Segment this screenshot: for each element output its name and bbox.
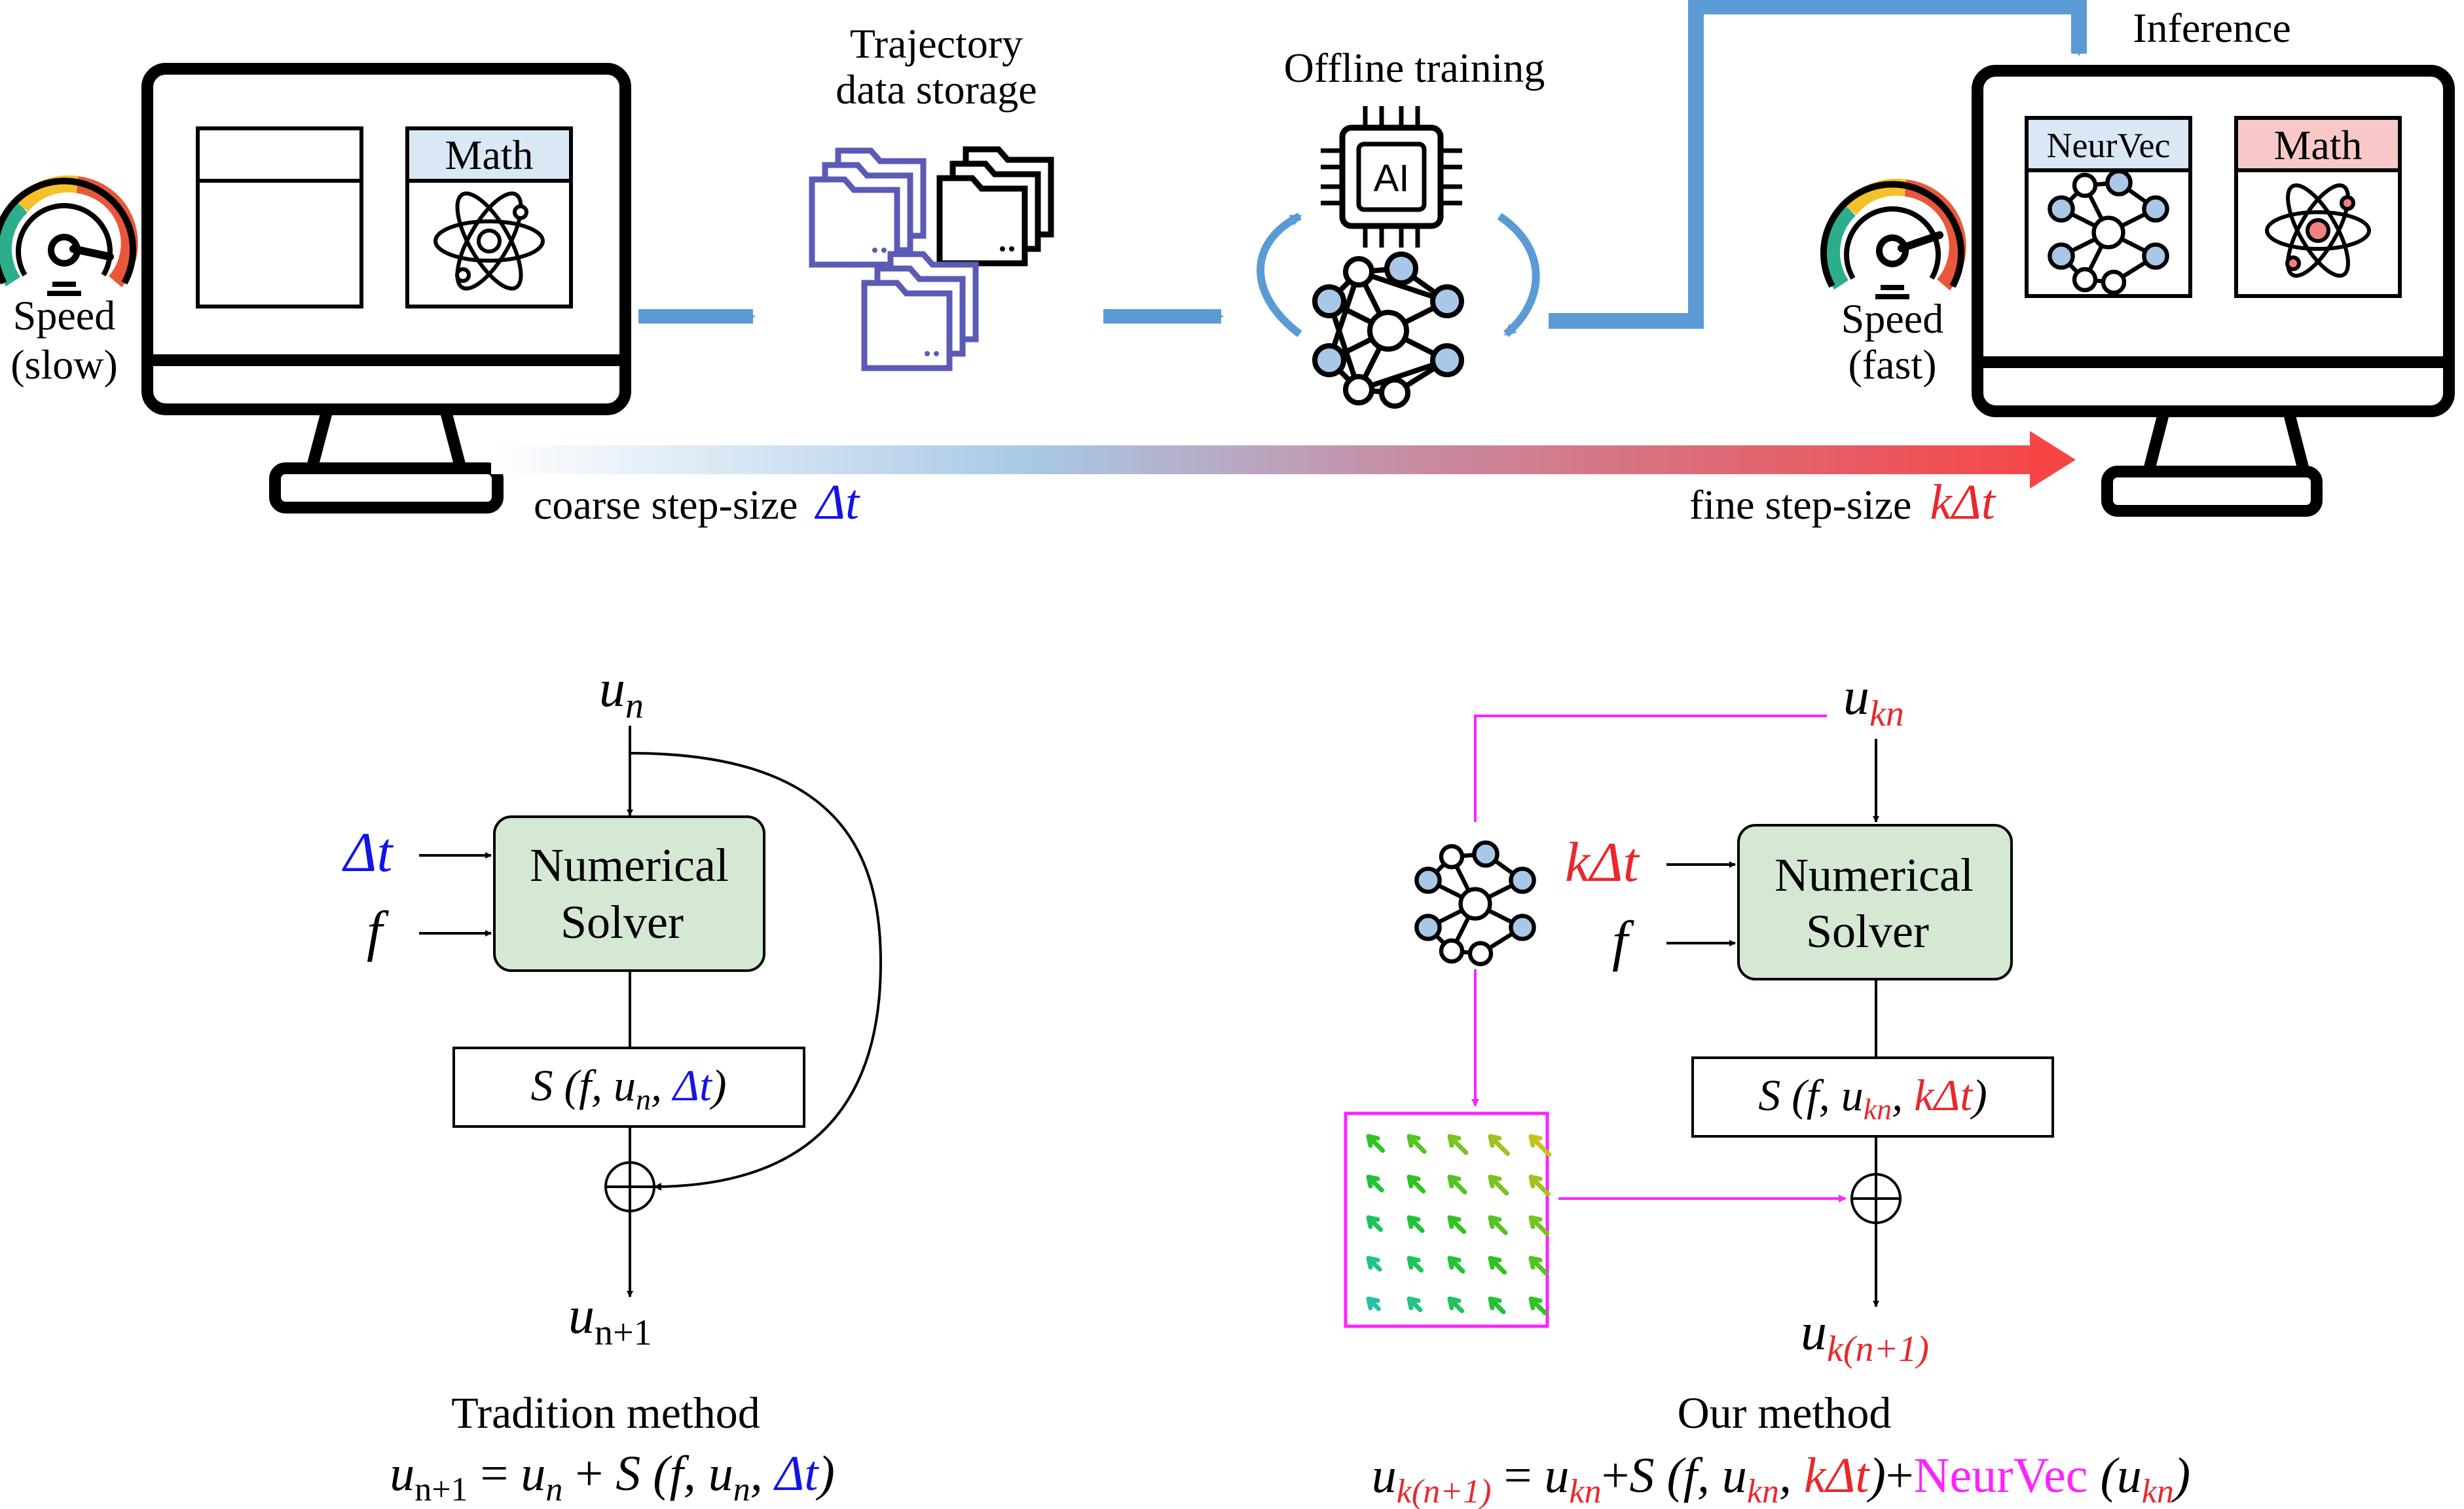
ai-chip-label: AI [1374, 157, 1410, 200]
storage-label-1: Trajectory [850, 20, 1023, 67]
right-monitor: NeurVec Math [1972, 65, 2455, 517]
blank-window [196, 126, 363, 308]
svg-text:un: un [599, 660, 644, 726]
vector-field-arrow [1366, 1296, 1381, 1311]
math-panel-label: Math [445, 132, 533, 178]
fine-step-symbol: kΔt [1930, 475, 1996, 530]
trad-solver-line1: Numerical [530, 839, 729, 891]
neurvec-panel-label: NeurVec [2047, 126, 2171, 165]
trad-input-sub: n [625, 686, 644, 726]
ours-solver-line2: Solver [1806, 905, 1929, 958]
folder-stack-icon-2 [936, 146, 1054, 267]
left-monitor: Math [141, 63, 631, 513]
trad-solver-line2: Solver [561, 896, 684, 948]
vector-field-arrow [1407, 1215, 1425, 1233]
vector-field-arrow [1447, 1215, 1467, 1235]
vector-field-arrow [1447, 1134, 1469, 1155]
vector-field-arrow [1528, 1256, 1549, 1276]
vector-field-arrow [1366, 1174, 1384, 1193]
training-cycle-arrow-right [1497, 213, 1540, 337]
vector-field-arrow [1407, 1174, 1426, 1194]
vector-field-arrows [1366, 1134, 1552, 1316]
vector-field-arrow [1366, 1215, 1384, 1233]
svg-text:fine step-size kΔt: fine step-size kΔt [1689, 475, 1996, 530]
ours-equation: uk(n+1) = ukn+S (f, ukn, kΔt)+NeurVec (u… [1372, 1448, 2190, 1509]
vector-field-arrow [1488, 1296, 1506, 1314]
vector-field-arrow [1528, 1296, 1548, 1316]
ours-input-u: u [1843, 668, 1869, 726]
ours-plus-icon [1850, 1173, 1902, 1224]
speedometer-fast-icon [1820, 178, 1966, 299]
svg-text:coarse step-size Δt: coarse step-size Δt [534, 475, 860, 530]
trad-caption: Tradition method [451, 1388, 760, 1438]
vector-field-arrow [1366, 1134, 1386, 1153]
folder-stack-icon-3 [861, 251, 979, 371]
svg-text:ukn: ukn [1843, 668, 1904, 734]
vector-field-arrow [1488, 1134, 1510, 1156]
ours-output-u: u [1801, 1303, 1827, 1361]
speed-slow-label: Speed [13, 292, 115, 339]
atom-red-icon [2265, 183, 2371, 278]
training-cycle-arrow-left [1257, 212, 1302, 337]
trad-output-sub: n+1 [595, 1313, 652, 1353]
our-method-diagram: ukn Numerical Solver kΔt f S (f, ukn [1344, 668, 2190, 1509]
vector-field-arrow [1488, 1174, 1509, 1196]
vector-field-arrow [1528, 1174, 1551, 1197]
svg-text:uk(n+1): uk(n+1) [1801, 1303, 1929, 1369]
ours-f: f [1612, 909, 1634, 972]
inference-label: Inference [2133, 5, 2291, 51]
arrow-training-to-inference [1549, 0, 2087, 329]
trad-plus-icon [604, 1161, 655, 1212]
ours-neurvec-term: NeurVec [1914, 1448, 2088, 1503]
ours-input-sub: kn [1869, 694, 1904, 734]
trad-output-u: u [568, 1287, 595, 1345]
ours-neural-network-icon [1414, 840, 1536, 967]
trad-solver-box [493, 815, 765, 972]
vector-field-arrow [1447, 1174, 1467, 1195]
trad-dt: Δt [342, 821, 394, 884]
training-label: Offline training [1284, 45, 1545, 91]
vector-field-arrow [1488, 1256, 1507, 1275]
vector-field-arrow [1528, 1134, 1552, 1157]
trad-s-box [452, 1047, 805, 1128]
ai-chip-icon [1321, 106, 1462, 248]
ours-output-sub: k(n+1) [1827, 1329, 1929, 1369]
coarse-step-label: coarse step-size [534, 481, 798, 528]
ours-s-box [1691, 1056, 2054, 1138]
speed-fast-label: Speed [1841, 295, 1943, 342]
speed-slow-sub: (slow) [10, 341, 118, 388]
storage-label-2: data storage [836, 66, 1037, 113]
svg-text:un+1: un+1 [568, 1287, 652, 1353]
traditional-method-diagram: un Numerical Solver Δt f S (f, un, Δt) u… [342, 660, 883, 1508]
folder-stack-icon-1 [809, 147, 927, 268]
ours-kdt: kΔt [1565, 830, 1640, 893]
trad-f: f [367, 899, 389, 962]
vector-field-arrow [1366, 1256, 1382, 1272]
vector-field-arrow [1407, 1296, 1423, 1313]
vector-field-arrow [1407, 1134, 1427, 1154]
vector-field-arrow [1407, 1256, 1424, 1273]
vector-field-arrow [1447, 1256, 1465, 1274]
speed-fast-sub: (fast) [1848, 341, 1936, 388]
vector-field-arrow [1447, 1296, 1465, 1314]
fine-step-label: fine step-size [1689, 481, 1911, 528]
vector-field-arrow [1488, 1215, 1508, 1235]
ours-caption: Our method [1678, 1388, 1892, 1438]
trad-input-u: u [599, 660, 625, 718]
vector-field-arrow [1528, 1215, 1550, 1237]
neural-network-small-icon [2048, 169, 2169, 295]
neural-network-icon [1312, 252, 1464, 409]
trad-s-formula: S (f, un, Δt) [530, 1060, 726, 1116]
ours-solver-box [1737, 824, 2013, 980]
ours-solver-line1: Numerical [1774, 849, 1974, 901]
atom-icon [433, 191, 545, 291]
coarse-step-symbol: Δt [814, 475, 860, 530]
trad-equation: un+1 = un + S (f, un, Δt) [390, 1446, 835, 1508]
step-size-arrow [491, 431, 2076, 489]
speedometer-slow-icon [0, 175, 138, 296]
math-red-panel-label: Math [2273, 122, 2362, 168]
